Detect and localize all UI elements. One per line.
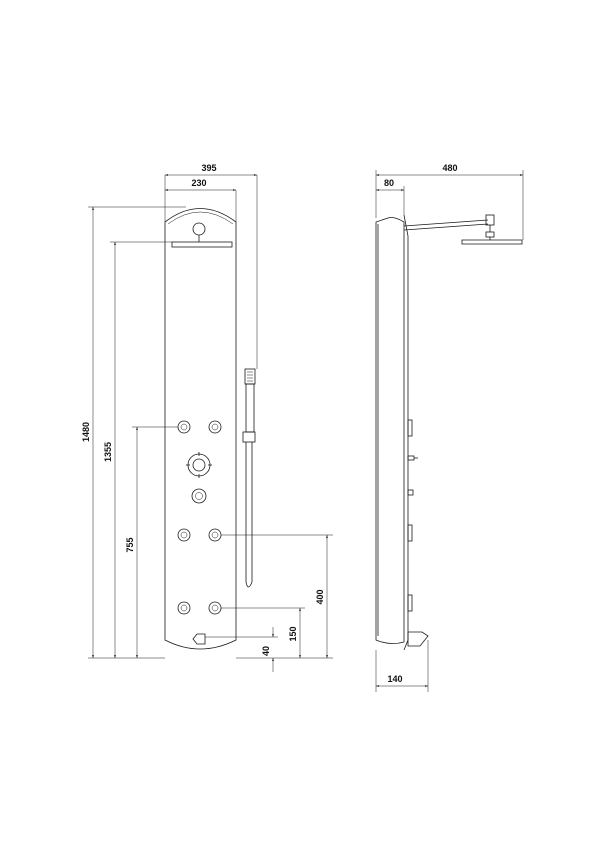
bath-spout [192, 633, 206, 645]
dim-spout-height: 150 [288, 626, 298, 641]
dim-depth: 140 [387, 674, 402, 684]
dim-head-height: 1355 [103, 442, 113, 462]
front-view: 395 230 1480 1355 755 400 150 40 [81, 163, 333, 672]
dim-total-height: 1480 [81, 422, 91, 442]
rain-head-front [171, 241, 233, 248]
shower-hose [245, 442, 253, 588]
hand-shower [242, 368, 256, 443]
front-panel-outline [164, 208, 237, 650]
dim-total-width: 395 [201, 163, 216, 173]
dim-bottom-offset: 40 [261, 646, 271, 656]
side-controls [407, 419, 418, 612]
dim-lower-jets-height: 400 [315, 589, 325, 604]
side-view: 480 80 140 [375, 163, 524, 692]
dim-wall-offset: 80 [384, 178, 394, 188]
side-panel-profile [375, 217, 405, 644]
side-dimension-lines [375, 170, 524, 692]
diverter-knob [191, 488, 207, 504]
rain-head-side [461, 239, 523, 245]
mixer-knob [186, 452, 212, 478]
body-jets [177, 420, 222, 615]
dim-projection: 480 [442, 163, 457, 173]
dim-mixer-height: 755 [125, 537, 135, 552]
dim-panel-width: 230 [191, 178, 206, 188]
front-dimension-lines [88, 174, 333, 672]
spout-side [407, 631, 429, 647]
shower-arm-ring [192, 222, 206, 236]
